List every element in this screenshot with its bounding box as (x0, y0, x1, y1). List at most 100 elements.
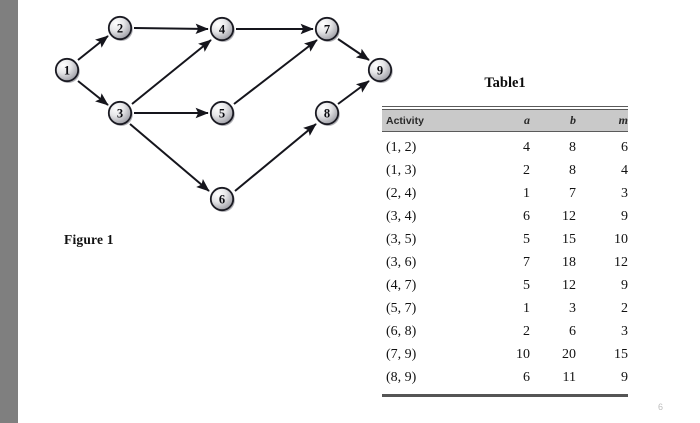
graph-node-label: 2 (117, 21, 123, 35)
cell-activity: (3, 6) (386, 254, 417, 270)
graph-node-label: 9 (377, 63, 383, 77)
cell-m: 15 (614, 346, 628, 362)
column-header-b: b (570, 113, 576, 127)
graph-node-label: 6 (219, 192, 225, 206)
graph-node-label: 7 (324, 22, 330, 36)
cell-a: 10 (516, 346, 530, 362)
cell-activity: (6, 8) (386, 323, 417, 339)
graph-nodes: 1 2 3 4 5 6 7 8 9 (54, 15, 393, 212)
cell-b: 11 (562, 369, 576, 385)
cell-a: 6 (523, 208, 530, 224)
table-row: (3, 5) 5 15 10 (382, 228, 628, 251)
edge-5-7 (233, 39, 318, 105)
cell-m: 6 (621, 139, 628, 155)
table-row: (5, 7) 1 3 2 (382, 297, 628, 320)
cell-b: 6 (569, 323, 576, 339)
table-row: (7, 9) 10 20 15 (382, 343, 628, 366)
cell-m: 3 (621, 323, 628, 339)
table-row: (3, 4) 6 12 9 (382, 205, 628, 228)
graph-node-3: 3 (107, 100, 133, 126)
graph-node-4: 4 (209, 16, 235, 42)
edge-2-4 (133, 23, 209, 35)
graph-node-6: 6 (209, 186, 235, 212)
cell-a: 1 (523, 300, 530, 316)
cell-activity: (3, 5) (386, 231, 417, 247)
figure-1-diagram: 1 2 3 4 5 6 7 8 9 Figure 1 (0, 0, 400, 270)
activity-table: Activity a b m (1, 2) 4 8 6 (1, 3) 2 8 4 (2, 4) 1… (382, 106, 628, 397)
column-header-m: m (618, 113, 628, 127)
cell-activity: (3, 4) (386, 208, 417, 224)
cell-a: 2 (523, 323, 530, 339)
graph-node-8: 8 (314, 100, 340, 126)
table-row: (6, 8) 2 6 3 (382, 320, 628, 343)
cell-m: 3 (621, 185, 628, 201)
edge-6-8 (234, 123, 317, 192)
table-title: Table1 (484, 75, 526, 91)
cell-activity: (4, 7) (386, 277, 417, 293)
cell-b: 3 (569, 300, 576, 316)
table-row: (8, 9) 6 11 9 (382, 366, 628, 389)
graph-node-label: 8 (324, 106, 330, 120)
cell-b: 20 (562, 346, 576, 362)
left-accent-bar (0, 0, 18, 423)
cell-m: 9 (621, 277, 628, 293)
table-row: (2, 4) 1 7 3 (382, 182, 628, 205)
cell-activity: (2, 4) (386, 185, 417, 201)
cell-activity: (1, 2) (386, 139, 417, 155)
cell-m: 12 (614, 254, 628, 270)
edge-7-9 (337, 38, 370, 61)
cell-a: 2 (523, 162, 530, 178)
page-number: 6 (658, 402, 664, 412)
table-row: (1, 2) 4 8 6 (382, 136, 628, 159)
table-row: (3, 6) 7 18 12 (382, 251, 628, 274)
edge-8-9 (337, 80, 370, 105)
graph-node-5: 5 (209, 100, 235, 126)
cell-b: 15 (562, 231, 576, 247)
cell-b: 12 (562, 277, 576, 293)
cell-a: 5 (523, 277, 530, 293)
edge-1-3 (77, 80, 109, 106)
cell-m: 2 (621, 300, 628, 316)
cell-m: 9 (621, 369, 628, 385)
cell-a: 1 (523, 185, 530, 201)
cell-activity: (1, 3) (386, 162, 417, 178)
edge-1-2 (77, 35, 109, 61)
cell-m: 10 (614, 231, 628, 247)
table-row: (1, 3) 2 8 4 (382, 159, 628, 182)
column-header-activity: Activity (386, 114, 424, 127)
graph-node-label: 3 (117, 106, 123, 120)
edge-3-6 (129, 123, 210, 192)
cell-activity: (8, 9) (386, 369, 417, 385)
cell-a: 7 (523, 254, 530, 270)
cell-b: 8 (569, 139, 576, 155)
graph-node-label: 4 (219, 22, 226, 36)
graph-node-7: 7 (314, 16, 340, 42)
cell-activity: (7, 9) (386, 346, 417, 362)
table-top-rule (382, 106, 628, 110)
table-bottom-rule (382, 394, 628, 397)
cell-a: 4 (523, 139, 530, 155)
activity-network-graph: 1 2 3 4 5 6 7 8 9 (54, 15, 393, 212)
cell-b: 12 (562, 208, 576, 224)
edge-3-4 (131, 39, 212, 105)
cell-b: 8 (569, 162, 576, 178)
graph-node-label: 1 (64, 63, 70, 77)
table-header-rule (382, 131, 628, 132)
cell-activity: (5, 7) (386, 300, 417, 316)
cell-a: 5 (523, 231, 530, 247)
graph-node-label: 5 (219, 106, 225, 120)
cell-m: 9 (621, 208, 628, 224)
figure-caption: Figure 1 (64, 232, 114, 247)
graph-node-2: 2 (107, 15, 133, 41)
table-header-row: Activity a b m (382, 110, 628, 131)
cell-b: 7 (569, 185, 576, 201)
graph-node-1: 1 (54, 57, 80, 83)
cell-m: 4 (621, 162, 628, 178)
cell-a: 6 (523, 369, 530, 385)
graph-node-9: 9 (367, 57, 393, 83)
cell-b: 18 (562, 254, 576, 270)
graph-edges (77, 23, 370, 192)
table-row: (4, 7) 5 12 9 (382, 274, 628, 297)
